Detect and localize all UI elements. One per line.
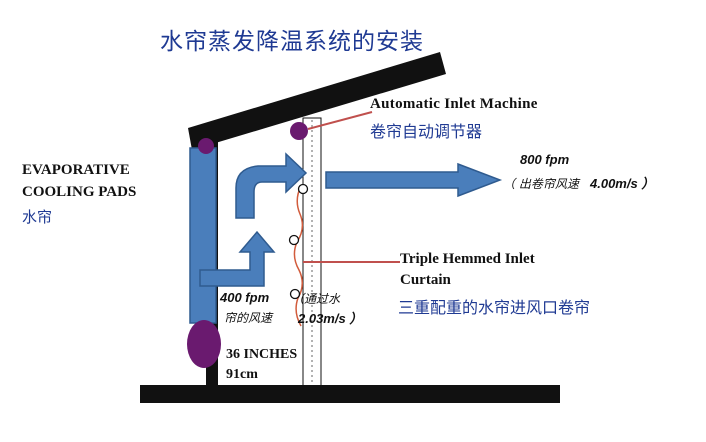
pad-speed-cn-line2: 帘的风速 xyxy=(224,311,273,325)
pad-speed-label: 400 fpm xyxy=(220,290,270,305)
cooling-pad-panel xyxy=(189,147,217,324)
wall-column xyxy=(302,117,322,391)
pads-label-line1: EVAPORATIVE xyxy=(22,162,130,178)
outlet-speed-label: 800 fpm xyxy=(520,152,570,167)
curtain-ring-middle xyxy=(288,234,300,246)
curve-arrow xyxy=(235,152,308,219)
curtain-ring-bottom xyxy=(289,288,301,300)
inlet-machine-leader xyxy=(307,111,373,130)
outlet-speed-cn-prefix: （ 出卷帘风速 xyxy=(503,177,579,191)
pad-pivot xyxy=(198,138,214,154)
pads-label-cn: 水帘 xyxy=(22,208,53,226)
outlet-arrow xyxy=(325,162,503,198)
curtain-ring-top xyxy=(297,183,309,195)
inlet-machine-label-cn: 卷帘自动调节器 xyxy=(370,122,483,141)
curtain-label-cn: 三重配重的水帘进风口卷帘 xyxy=(398,298,591,317)
curtain-label-line2: Curtain xyxy=(400,272,451,288)
pad-speed-cn-line1: （通过水 xyxy=(292,292,341,306)
l-up-arrow xyxy=(199,230,276,287)
pad-speed-value: 2.03m/s ） xyxy=(298,311,363,326)
inlet-machine-label: Automatic Inlet Machine xyxy=(370,96,538,112)
page-title: 水帘蒸发降温系统的安装 xyxy=(160,29,424,55)
pump-tank xyxy=(187,320,221,368)
curtain-label-line1: Triple Hemmed Inlet xyxy=(400,251,535,267)
height-label-line2: 91cm xyxy=(226,367,258,382)
height-label-line1: 36 INCHES xyxy=(226,347,298,362)
inlet-machine-dot xyxy=(290,122,308,140)
curtain-line xyxy=(293,185,304,327)
pads-label-line2: COOLING PADS xyxy=(22,184,137,200)
roof xyxy=(188,52,446,150)
outlet-speed-cn-value: 4.00m/s ） xyxy=(590,176,655,191)
ground xyxy=(140,385,560,403)
